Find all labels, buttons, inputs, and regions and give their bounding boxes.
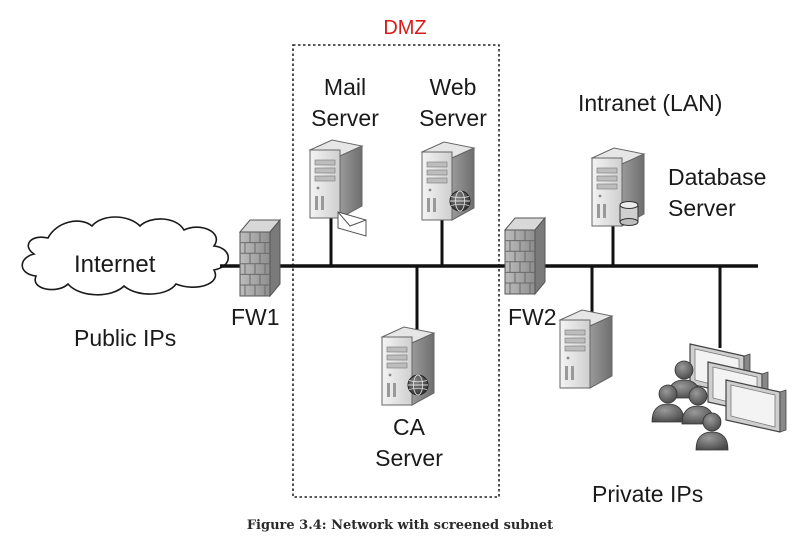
dmz-label: DMZ	[383, 17, 427, 39]
internet-label: Internet	[74, 251, 156, 278]
globe-icon	[449, 190, 471, 212]
server-icon	[381, 326, 435, 406]
database-server-label-line1: Database	[668, 164, 767, 190]
ca-server-label: CA Server	[354, 412, 464, 474]
web-server-label-line2: Server	[419, 105, 487, 131]
globe-icon	[407, 374, 429, 396]
figure-caption: Figure 3.4: Network with screened subnet	[246, 518, 554, 533]
mail-server-label: Mail Server	[290, 72, 400, 134]
ca-server-label-line2: Server	[375, 445, 443, 471]
dmz-zone-border	[292, 44, 500, 498]
mail-envelope-icon	[337, 211, 367, 237]
database-server-label-line2: Server	[668, 195, 736, 221]
intranet-label: Intranet (LAN)	[578, 90, 723, 116]
ca-server-label-line1: CA	[393, 414, 425, 440]
public-ips-label: Public IPs	[74, 325, 177, 351]
web-server-label-line1: Web	[429, 74, 477, 100]
monitor-icon	[725, 379, 787, 433]
web-server-label: Web Server	[398, 72, 508, 134]
database-server-label: Database Server	[668, 162, 766, 224]
cloud-icon	[21, 216, 230, 296]
server-icon	[559, 309, 613, 389]
database-cylinder-icon	[619, 201, 639, 226]
firewall-icon	[504, 217, 546, 295]
server-icon	[309, 139, 363, 219]
fw2-label: FW2	[508, 304, 557, 330]
mail-server-label-line2: Server	[311, 105, 379, 131]
mail-server-label-line1: Mail	[323, 74, 367, 100]
firewall-icon	[239, 219, 281, 297]
private-ips-label: Private IPs	[592, 481, 704, 507]
fw1-label: FW1	[231, 304, 280, 330]
